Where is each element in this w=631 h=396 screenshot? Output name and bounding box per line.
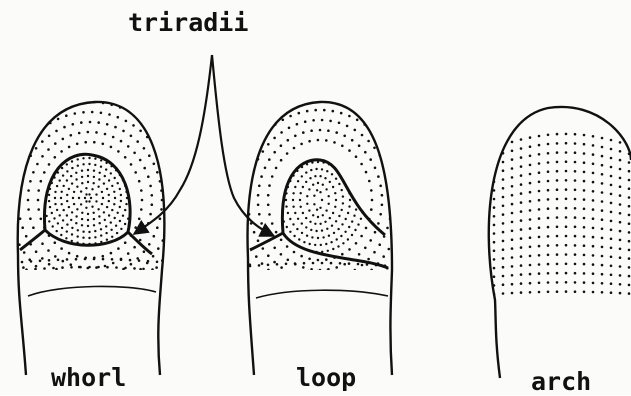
arch-finger-outline	[489, 107, 631, 378]
whorl-core-dots	[42, 151, 134, 245]
whorl-triradius-lines	[20, 230, 152, 254]
loop-label: loop	[296, 363, 356, 392]
arch-label: arch	[531, 367, 591, 396]
whorl-crease-line	[28, 286, 156, 296]
arch-ridge-dots	[484, 133, 631, 296]
loop-crease-line	[256, 290, 388, 298]
arrow-to-whorl-triradius	[134, 55, 212, 234]
whorl-finger	[0, 91, 193, 375]
loop-finger	[217, 89, 423, 375]
arrow-to-loop-triradius	[212, 55, 274, 236]
arch-finger	[484, 107, 631, 378]
whorl-finger-outline	[18, 102, 165, 375]
loop-finger-outline	[248, 102, 392, 375]
triradii-pointer	[134, 55, 274, 236]
diagram-title: triradii	[128, 8, 248, 37]
whorl-label: whorl	[51, 363, 126, 392]
